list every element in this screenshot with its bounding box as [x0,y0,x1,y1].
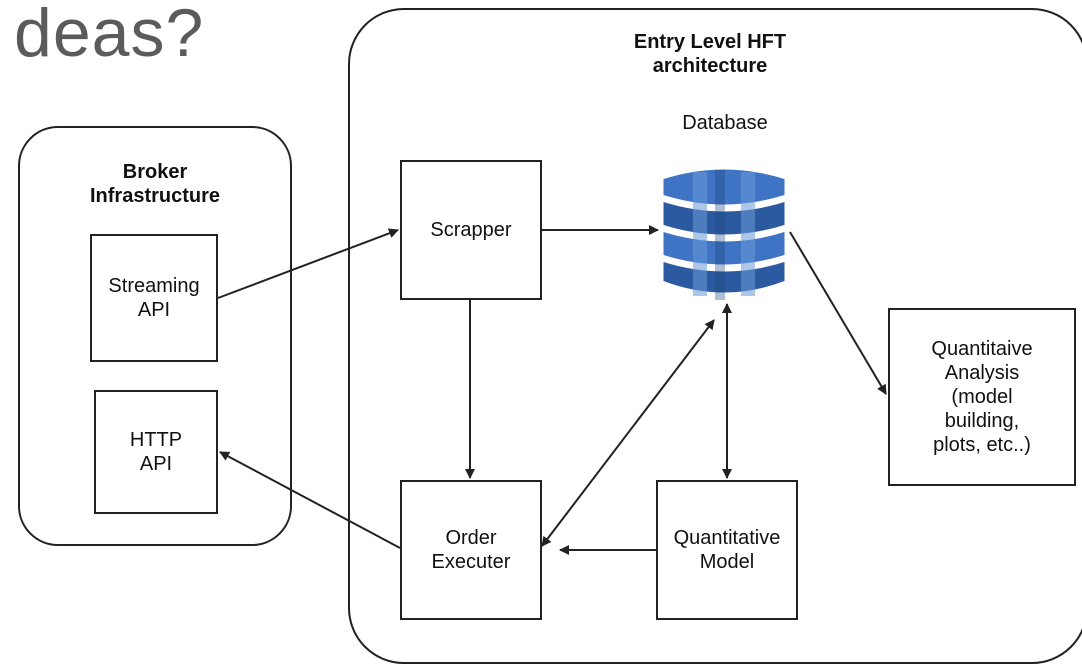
quantitative-analysis-line2: Analysis [944,362,1020,384]
page-title: deas? [14,0,205,71]
order-executer-line1: Order [445,527,497,549]
edge-streaming-to-scrapper [217,228,399,299]
order-executer-node: Order Executer [400,480,542,620]
database-cylinder-icon [660,166,788,300]
edge-order-executer-to-http-api [219,451,401,549]
quantitative-model-line2: Model [699,551,755,573]
streaming-api-line2: API [137,299,171,321]
edge-database-to-analysis [789,231,887,395]
quantitative-analysis-line1: Quantitaive [931,338,1033,360]
broker-group-title-line2: Infrastructure [89,185,221,207]
quantitative-analysis-line4: building, [944,410,1020,432]
http-api-node: HTTP API [94,390,218,514]
broker-infrastructure-group [18,126,292,546]
edge-database-order-executer [541,319,715,547]
broker-group-title: Broker Infrastructure [40,160,270,208]
scrapper-node: Scrapper [400,160,542,300]
quantitative-analysis-node: Quantitaive Analysis (model building, pl… [888,308,1076,486]
streaming-api-line1: Streaming [108,275,200,297]
hft-group-title-line1: Entry Level HFT [633,31,787,53]
broker-group-title-line1: Broker [122,161,188,183]
scrapper-label: Scrapper [430,219,512,241]
quantitative-analysis-line5: plots, etc..) [933,434,1031,456]
hft-group-title: Entry Level HFT architecture [560,30,860,78]
streaming-api-node: Streaming API [90,234,218,362]
quantitative-analysis-line3: (model [951,386,1013,408]
order-executer-line2: Executer [431,551,511,573]
http-api-line1: HTTP [129,429,183,451]
http-api-line2: API [139,453,173,475]
hft-group-title-line2: architecture [652,55,768,77]
database-label: Database [682,112,768,134]
